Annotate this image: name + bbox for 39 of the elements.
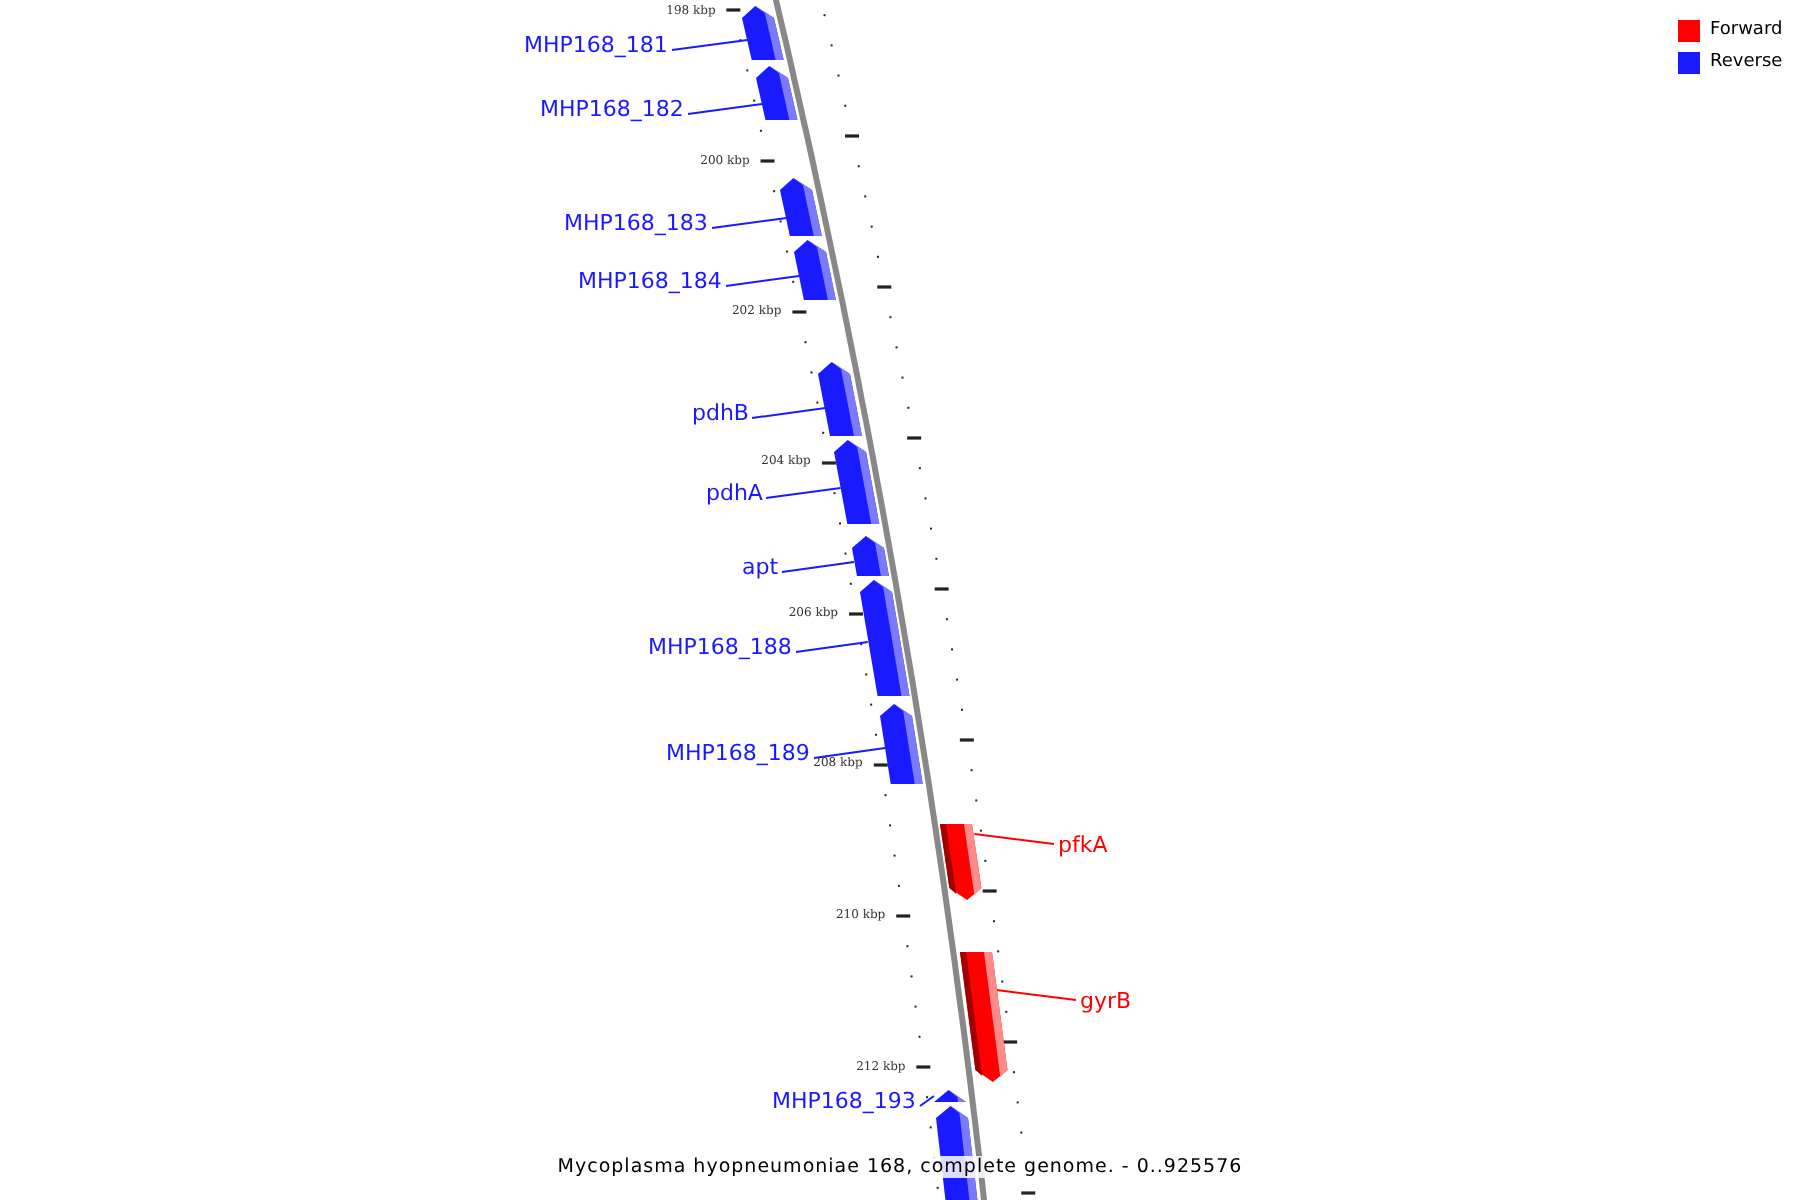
gene-label: MHP168_182 (540, 96, 684, 122)
gene-label: pdhB (692, 400, 749, 426)
gene-feature (742, 6, 784, 60)
gene-feature (880, 704, 923, 784)
gene-feature (859, 580, 909, 696)
gene-label: MHP168_193 (772, 1088, 916, 1114)
leader-line (751, 407, 827, 419)
leader-line (711, 217, 788, 229)
leader-line (919, 1095, 935, 1107)
gene-feature (959, 952, 1007, 1082)
gene-label: MHP168_189 (666, 740, 810, 766)
gene-feature (818, 362, 863, 436)
gene-label: apt (742, 554, 779, 580)
gene-feature (833, 440, 880, 524)
legend-label: Forward (1710, 20, 1783, 42)
caption: Mycoplasma hyopneumoniae 168, complete genome. - 0..925576 (557, 1156, 1243, 1178)
gene-label: MHP168_188 (648, 634, 792, 660)
gene-feature (780, 178, 823, 236)
gene-feature (794, 240, 836, 300)
gene-label: MHP168_183 (564, 210, 708, 236)
gene-label: gyrB (1080, 988, 1132, 1014)
gene-feature (940, 824, 983, 900)
gene-feature (934, 1090, 967, 1102)
legend-label: Reverse (1710, 52, 1783, 74)
gene-label: MHP168_181 (524, 32, 668, 58)
leader-line (725, 275, 800, 287)
gene-feature (851, 536, 889, 576)
gene-label: MHP168_184 (578, 268, 722, 294)
leader-line (765, 487, 842, 499)
leader-line (795, 641, 869, 653)
gene-label: pdhA (706, 480, 763, 506)
gene-feature (756, 66, 798, 120)
leader-line (781, 561, 855, 573)
leader-line (671, 39, 749, 51)
leader-line (687, 103, 763, 115)
gene-label: pfkA (1058, 832, 1108, 858)
leader-line (813, 747, 887, 759)
leader-line (973, 833, 1055, 845)
leader-line (995, 989, 1077, 1001)
